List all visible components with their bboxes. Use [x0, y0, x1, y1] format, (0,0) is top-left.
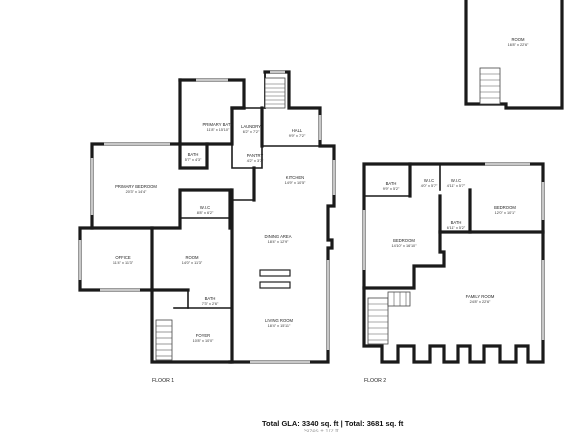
room-dims: 4'11" x 5'7" [447, 184, 466, 188]
room-label: BEDROOM [494, 205, 516, 210]
room-label: PRIMARY BEDROOM [115, 184, 157, 189]
floor-3-stairs [479, 67, 501, 105]
room-label: BATH [188, 152, 199, 157]
room-dims: 7'3" x 2'6" [202, 302, 219, 306]
footer-note: Sizes ± 1/2 ft [304, 429, 339, 432]
room-dims: 14'10" x 16'10" [391, 244, 417, 248]
room-label: LAUNDRY [241, 124, 261, 129]
floor-2-outer-wall [362, 162, 545, 364]
floor-3-outer-wall [464, 0, 564, 110]
room-label: PANTRY [247, 153, 264, 158]
floor-1-stairs-top [264, 77, 286, 109]
room-dims: 9'9" x 7'2" [289, 134, 306, 138]
room-dims: 14'0" x 11'3" [182, 261, 203, 265]
room-dims: 8'8" x 6'2" [197, 211, 214, 215]
room-dims: 11'8" x 15'10" [207, 128, 230, 132]
room-label: DINING AREA [265, 234, 292, 239]
floor-2-plan: BATH 9'9" x 5'2" W.I.C 4'0" x 5'7" W.I.C… [362, 162, 545, 384]
room-label: KITCHEN [286, 175, 304, 180]
floor-label: FLOOR 2 [364, 378, 386, 384]
room-label: LIVING ROOM [265, 318, 293, 323]
room-dims: 16'8" x 22'6" [508, 43, 529, 47]
room-label: ROOM [511, 37, 525, 42]
room-label: ROOM [185, 255, 199, 260]
bedroom-2-bottom-wall [362, 230, 446, 290]
fireplace-bottom [259, 281, 291, 289]
small-bath-walls [178, 142, 209, 170]
room-label: FAMILY ROOM [466, 294, 495, 299]
floor-3-plan: ROOM 16'8" x 22'6" [464, 0, 564, 110]
room-dims: 6'2" x 7'2" [243, 130, 260, 134]
room-dims: 24'8" x 22'6" [470, 300, 491, 304]
room-dims: 18'4" x 15'11" [268, 324, 291, 328]
room-dims: 18'4" x 12'9" [268, 240, 289, 244]
room-dims: 20'3" x 14'4" [126, 190, 147, 194]
fireplace-top [259, 269, 291, 277]
floor-1-outer-wall [178, 78, 246, 110]
total-area-summary: Total GLA: 3340 sq. ft | Total: 3681 sq.… [262, 419, 404, 428]
room-dims: 10'8" x 10'0" [193, 339, 214, 343]
floor-1-outer-wall-right [228, 70, 336, 364]
room-dims: 9'9" x 5'2" [383, 187, 400, 191]
floor-2-stairs [367, 291, 411, 345]
room-label: W.I.C [424, 178, 434, 183]
floor-1-stairs-bottom [155, 319, 173, 361]
room-label: BEDROOM [393, 238, 415, 243]
room-label: BATH [386, 181, 397, 186]
room-label: W.I.C [451, 178, 461, 183]
room-label: BATH [451, 220, 462, 225]
room-dims: 4'0" x 5'7" [421, 184, 438, 188]
room-dims: 4'2" x 3'7" [247, 159, 264, 163]
room-dims: 5'7" x 4'3" [185, 158, 202, 162]
room-label: BATH [205, 296, 216, 301]
room-label: FOYER [196, 333, 210, 338]
room-label: PRIMARY BATH [203, 122, 234, 127]
room-dims: 14'9" x 10'5" [285, 181, 306, 185]
room-dims: 6'11" x 5'2" [447, 226, 466, 230]
floor-label: FLOOR 1 [152, 378, 174, 384]
room-dims: 11'4" x 11'3" [113, 261, 134, 265]
room-label: OFFICE [115, 255, 131, 260]
pantry-walls [231, 145, 263, 169]
floor-1-plan: PRIMARY BATH 11'8" x 15'10" LAUNDRY 6'2"… [78, 70, 336, 384]
laundry-walls [231, 71, 266, 109]
room-dims: 12'0" x 10'1" [495, 211, 516, 215]
room-label: W.I.C [200, 205, 210, 210]
room-label: HALL [292, 128, 303, 133]
